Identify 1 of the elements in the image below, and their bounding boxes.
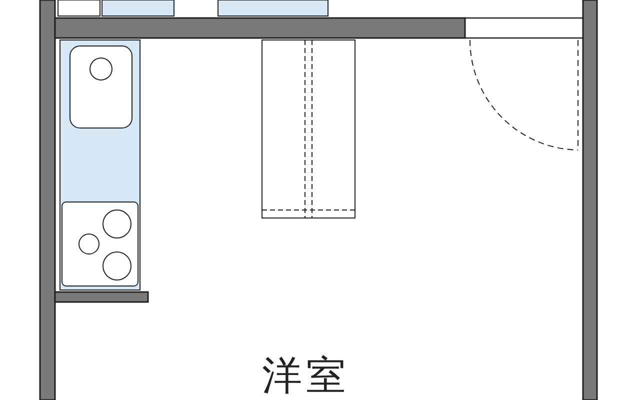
room-label: 洋室 bbox=[262, 352, 350, 400]
